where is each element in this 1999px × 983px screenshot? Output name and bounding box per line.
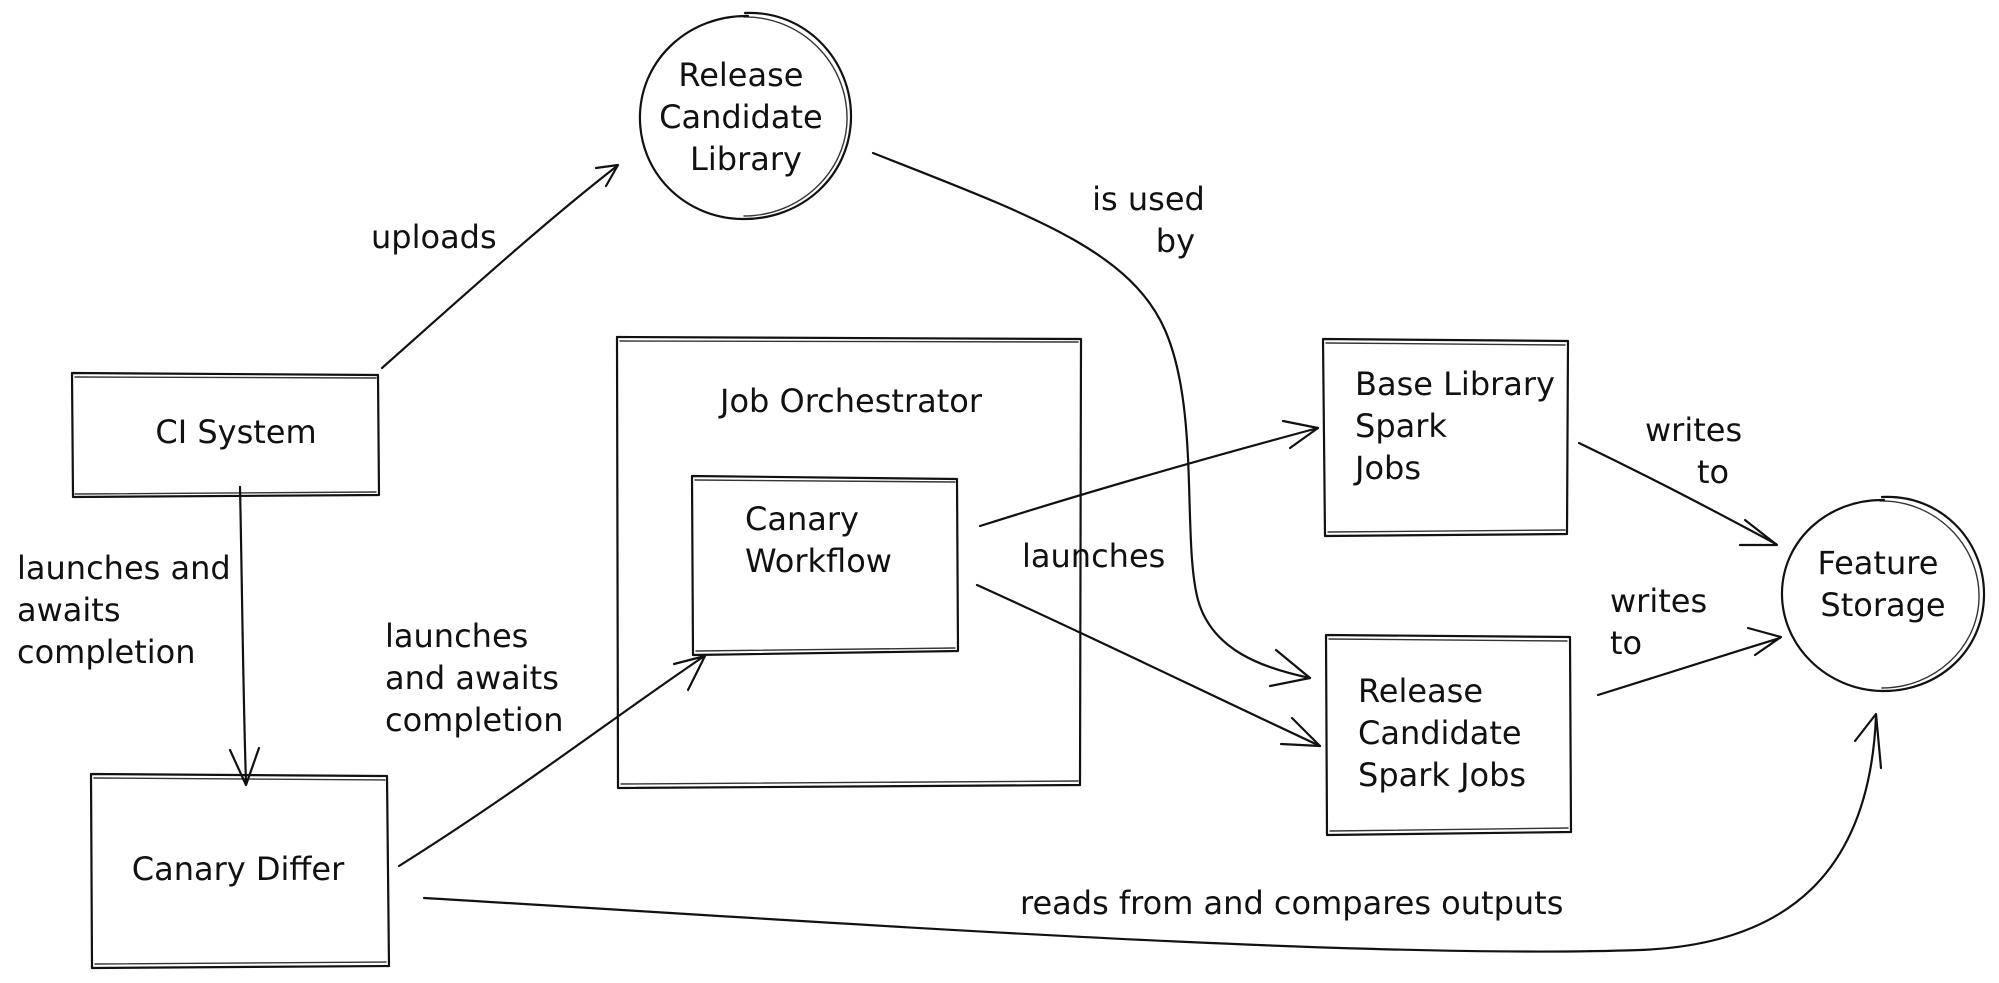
node-feature-storage: Feature Storage — [1780, 495, 1986, 693]
edge-writes-to-rc: writes to — [1596, 582, 1783, 697]
node-release-candidate-spark-jobs: Release Candidate Spark Jobs — [1324, 633, 1573, 837]
node-label: Base Library Spark Jobs — [1353, 365, 1565, 487]
edge-label: reads from and compares outputs — [1020, 884, 1563, 922]
edge-workflow-to-rc: launches — [975, 537, 1322, 748]
node-ci-system: CI System — [70, 371, 381, 499]
node-label: Canary Workflow — [745, 500, 892, 580]
node-label: Release Candidate Spark Jobs — [1358, 672, 1532, 794]
edge-workflow-to-base — [978, 419, 1320, 528]
edge-label: launches — [1022, 537, 1165, 575]
node-label: Release Candidate Library — [659, 56, 833, 178]
node-label: Feature Storage — [1817, 544, 1948, 624]
node-base-library-spark-jobs: Base Library Spark Jobs — [1321, 337, 1570, 538]
node-canary-workflow: Canary Workflow — [690, 474, 960, 657]
node-label: Canary Differ — [132, 850, 345, 888]
edge-label: is used by — [1092, 180, 1215, 260]
edge-differ-launches: launches and awaits completion — [385, 617, 707, 868]
edge-label: writes to — [1645, 411, 1752, 491]
edge-writes-to-base: writes to — [1577, 411, 1779, 547]
edge-label: launches and awaits completion — [385, 617, 569, 739]
edge-ci-launches: launches and awaits completion — [17, 485, 261, 787]
node-release-candidate-library: Release Candidate Library — [638, 11, 853, 221]
node-job-orchestrator: Job Orchestrator — [615, 335, 1083, 790]
edge-uploads: uploads — [371, 163, 620, 370]
edge-label: launches and awaits completion — [17, 549, 241, 671]
node-canary-differ: Canary Differ — [89, 772, 391, 970]
edge-label: uploads — [371, 218, 497, 256]
node-label: Job Orchestrator — [718, 382, 983, 420]
edge-is-used-by: is used by — [871, 151, 1312, 688]
edge-reads-compares: reads from and compares outputs — [422, 712, 1883, 953]
node-label: CI System — [155, 413, 316, 451]
edge-label: writes to — [1610, 582, 1717, 662]
